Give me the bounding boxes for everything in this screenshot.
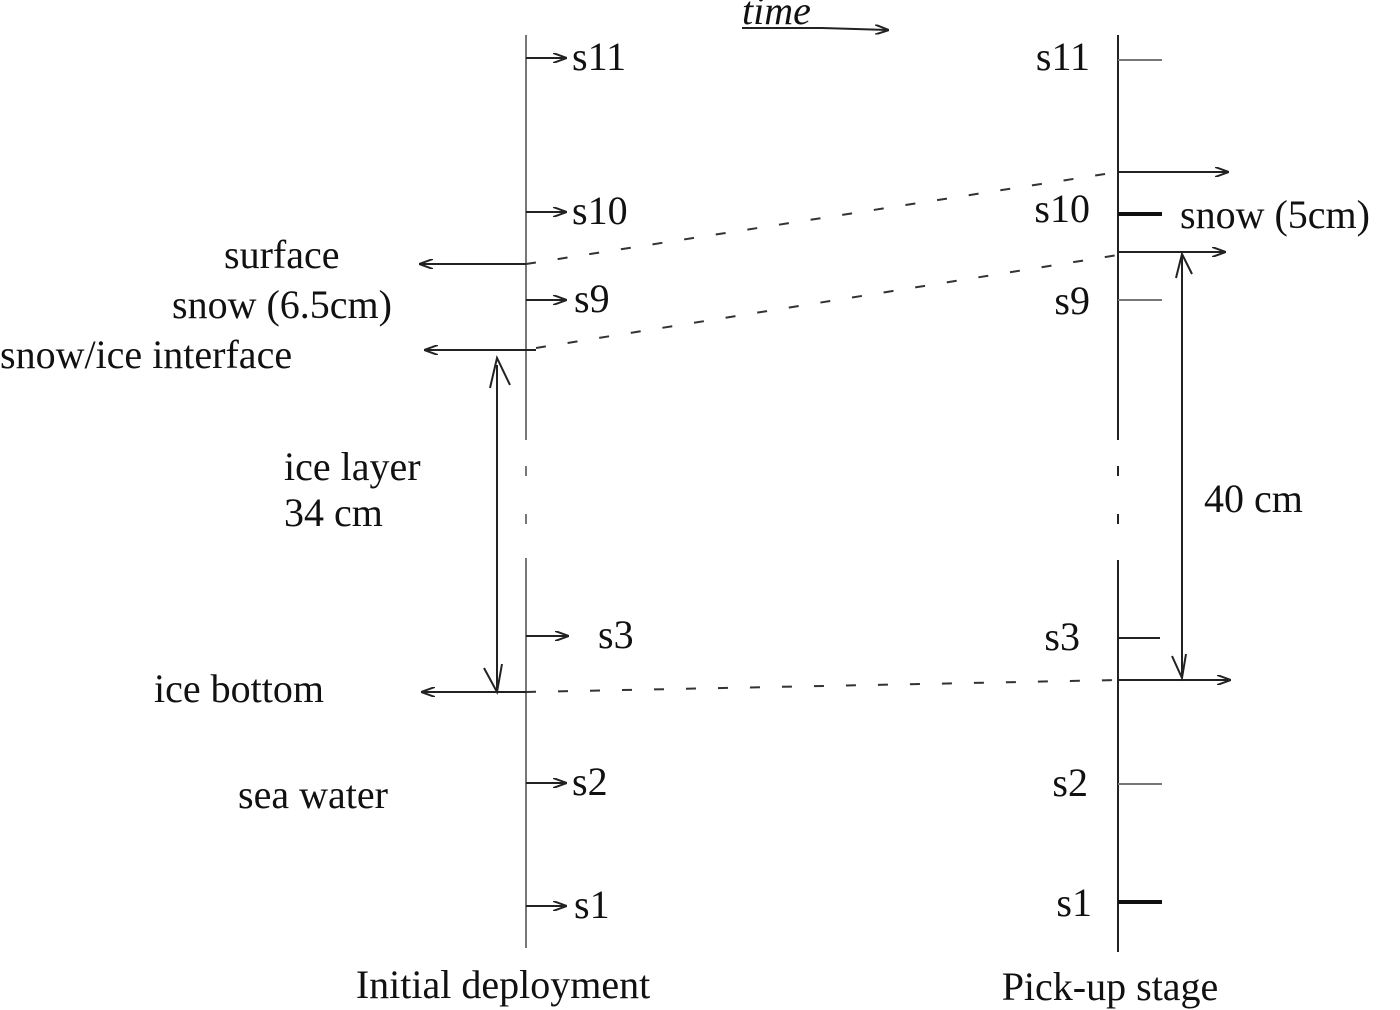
time-arrow (821, 28, 888, 30)
right-arrow-head-top (1175, 251, 1193, 279)
interface-label: snow/ice interface (0, 332, 292, 377)
left-s10-label: s10 (572, 188, 628, 233)
right-ice-thickness-label: 40 cm (1204, 476, 1303, 521)
ice-bottom-label: ice bottom (154, 666, 324, 711)
right-s1-label: s1 (1056, 880, 1092, 925)
right-s9-label: s9 (1054, 278, 1090, 323)
pick-up-stage-title: Pick-up stage (1002, 964, 1219, 1009)
snow-depth-label: snow (6.5cm) (172, 282, 392, 327)
ice-arrow-head-bottom (483, 663, 503, 695)
left-s3-label: s3 (598, 612, 634, 657)
right-s11-label: s11 (1036, 34, 1090, 79)
left-s1-label: s1 (574, 882, 610, 927)
interface-connector (535, 254, 1119, 349)
surface-connector (525, 171, 1119, 265)
ice-thickness-label: 34 cm (284, 490, 383, 535)
sea-water-label: sea water (238, 772, 388, 817)
initial-deployment-title: Initial deployment (356, 962, 650, 1007)
left-s9-label: s9 (574, 276, 610, 321)
right-s2-label: s2 (1052, 760, 1088, 805)
surface-label: surface (224, 232, 339, 277)
left-s11-label: s11 (572, 34, 626, 79)
ice-layer-label: ice layer (284, 444, 421, 489)
right-snow-label: snow (5cm) (1180, 192, 1370, 237)
right-sensor-ticks (1118, 59, 1162, 904)
ice-arrow-head-top (489, 355, 511, 389)
right-arrow-head-bottom (1171, 653, 1187, 682)
ice-bottom-connector (525, 679, 1119, 693)
right-s10-label: s10 (1034, 186, 1090, 231)
left-sensor-ticks (526, 58, 568, 906)
right-s3-label: s3 (1044, 614, 1080, 659)
left-s2-label: s2 (572, 759, 608, 804)
